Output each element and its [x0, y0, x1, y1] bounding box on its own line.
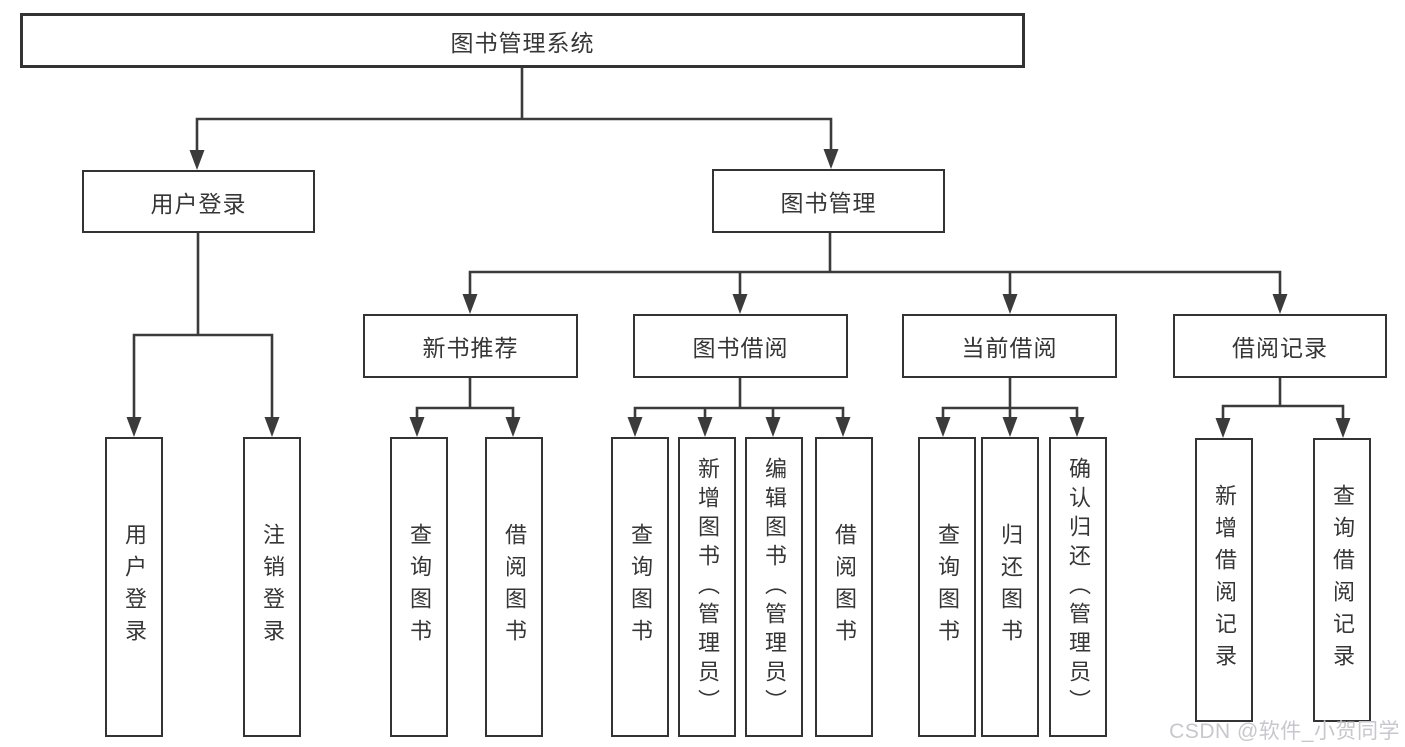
connector-root-to-level2 — [195, 66, 833, 154]
connector-newbook-to-leaves — [415, 376, 515, 421]
arrowhead — [627, 417, 643, 437]
node-book-management: 图书管理 — [712, 169, 945, 233]
leaf-borrow-book-recommend: 借阅图书 — [485, 437, 543, 737]
connector-current-to-leaves — [941, 376, 1079, 421]
arrowhead — [1069, 417, 1085, 437]
arrowhead — [189, 150, 205, 170]
leaf-query-book-borrowing: 查询图书 — [611, 437, 669, 737]
arrowhead — [1002, 417, 1018, 437]
watermark: CSDN @软件_小贺同学 — [1169, 720, 1400, 743]
node-borrowing-records: 借阅记录 — [1173, 314, 1387, 378]
connector-bookmgmt-to-level3 — [468, 231, 1282, 298]
connector-userlogin-to-leaves — [132, 231, 274, 421]
arrowhead — [1335, 418, 1351, 438]
arrowhead — [1215, 418, 1231, 438]
leaf-query-book-recommend: 查询图书 — [390, 437, 448, 737]
arrowhead — [935, 417, 951, 437]
node-book-borrowing: 图书借阅 — [633, 314, 848, 378]
arrowhead — [126, 417, 142, 437]
leaf-confirm-return-admin: 确认归还（管理员） — [1049, 437, 1107, 737]
node-new-book-recommend: 新书推荐 — [363, 314, 578, 378]
leaf-query-book-current: 查询图书 — [918, 437, 976, 737]
leaf-add-borrow-record: 新增借阅记录 — [1195, 438, 1253, 722]
connector-records-to-leaves — [1221, 376, 1345, 422]
leaf-edit-book-admin: 编辑图书（管理员） — [745, 437, 803, 737]
arrowhead — [505, 417, 521, 437]
node-current-borrowing: 当前借阅 — [902, 314, 1117, 378]
leaf-logout: 注销登录 — [243, 437, 301, 737]
node-root: 图书管理系统 — [20, 13, 1025, 68]
arrowhead — [409, 417, 425, 437]
connector-borrow-to-leaves — [633, 376, 845, 421]
leaf-borrow-book: 借阅图书 — [815, 437, 873, 737]
arrowhead — [697, 417, 713, 437]
arrowhead — [1002, 294, 1018, 314]
leaf-user-login: 用户登录 — [105, 437, 163, 737]
arrowhead — [732, 294, 748, 314]
leaf-return-book: 归还图书 — [981, 437, 1039, 737]
leaf-query-borrow-record: 查询借阅记录 — [1313, 438, 1371, 722]
node-user-login: 用户登录 — [82, 170, 315, 233]
arrowhead — [835, 417, 851, 437]
arrowhead — [1272, 294, 1288, 314]
leaf-add-book-admin: 新增图书（管理员） — [678, 437, 736, 737]
arrowhead — [823, 149, 839, 169]
arrowhead — [765, 417, 781, 437]
arrowhead — [264, 417, 280, 437]
arrowhead — [462, 294, 478, 314]
